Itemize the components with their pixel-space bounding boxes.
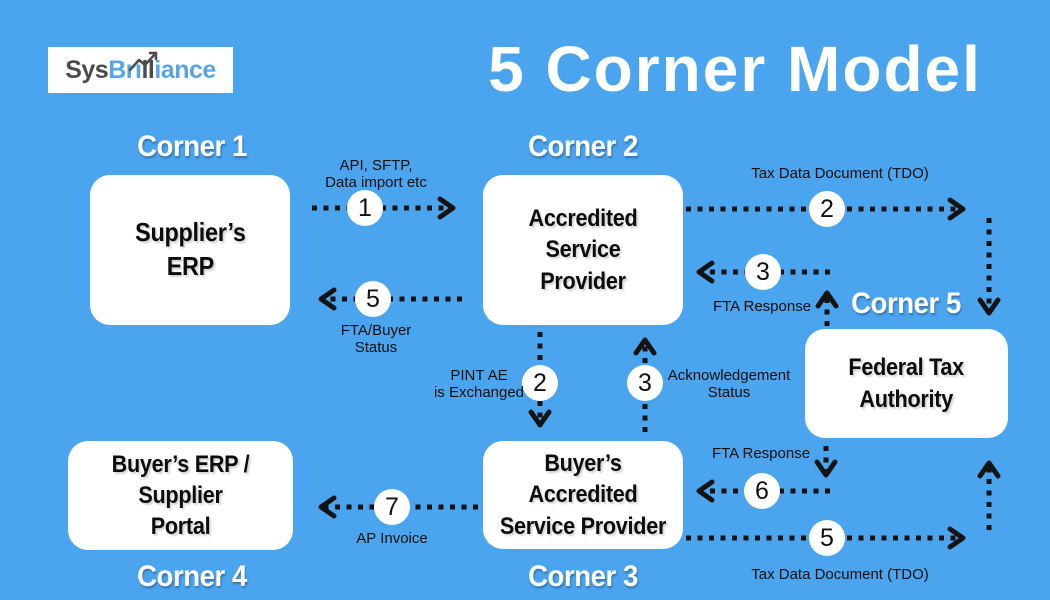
corner-5-label: Corner 5 [851, 287, 961, 320]
flow-label-ap-invoice: AP Invoice [356, 530, 428, 547]
flow-label-api-sftp: API, SFTP, Data import etc [325, 157, 427, 191]
node-accredited-service-provider: Accredited Service Provider [483, 175, 683, 325]
corner-2-label: Corner 2 [528, 130, 638, 163]
corner-4-label: Corner 4 [137, 560, 247, 593]
step-badge-7: 7 [374, 489, 410, 525]
flow-label-fta-response-top: FTA Response [712, 298, 812, 315]
node-accredited-service-provider-label: Accredited Service Provider [528, 205, 638, 295]
step-badge-3-middle: 3 [627, 365, 663, 401]
step-badge-2-top: 2 [809, 191, 845, 227]
corner-3-label: Corner 3 [528, 560, 638, 593]
logo-part-iance: iance [154, 55, 216, 84]
flow-label-pint-ae: PINT AE is Exchanged [433, 367, 525, 401]
flow-label-fta-response-bottom: FTA Response [711, 445, 811, 462]
logo-part-sys: Sys [65, 55, 109, 84]
node-suppliers-erp: Supplier’s ERP [90, 175, 290, 325]
step-badge-5-left: 5 [355, 281, 391, 317]
flow-label-acknowledgement-status: Acknowledgement Status [667, 367, 791, 401]
node-buyers-accredited-service-provider-label: Buyer’s Accredited Service Provider [499, 450, 667, 540]
step-badge-5-bottom: 5 [809, 520, 845, 556]
node-buyers-erp-supplier-portal: Buyer’s ERP / Supplier Portal [68, 441, 293, 550]
step-badge-3-right: 3 [745, 254, 781, 290]
page-title: 5 Corner Model [488, 33, 982, 105]
step-badge-6: 6 [744, 473, 780, 509]
corner-1-label: Corner 1 [137, 130, 247, 163]
flow-label-tax-data-document-bottom: Tax Data Document (TDO) [751, 566, 929, 583]
flow-label-fta-buyer-status: FTA/Buyer Status [340, 322, 412, 356]
node-buyers-accredited-service-provider: Buyer’s Accredited Service Provider [483, 441, 683, 549]
node-buyers-erp-supplier-portal-label: Buyer’s ERP / Supplier Portal [111, 450, 250, 541]
step-badge-2-middle: 2 [522, 365, 558, 401]
node-federal-tax-authority-label: Federal Tax Authority [848, 354, 965, 413]
node-federal-tax-authority: Federal Tax Authority [805, 329, 1008, 438]
step-badge-1: 1 [347, 190, 383, 226]
node-suppliers-erp-label: Supplier’s ERP [134, 217, 246, 281]
flow-label-tax-data-document-top: Tax Data Document (TDO) [751, 165, 929, 182]
